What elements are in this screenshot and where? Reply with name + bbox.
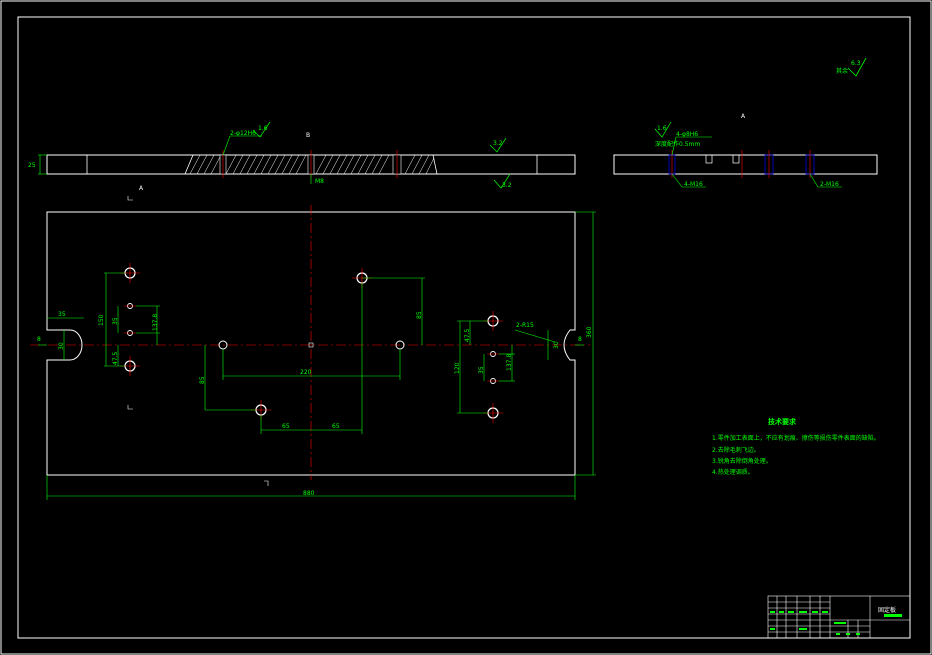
tech-req-item: 3.锐角去除倒角处理。 [712,457,772,465]
svg-text:30: 30 [58,342,65,350]
svg-text:其余: 其余 [836,67,848,75]
svg-text:3.2: 3.2 [493,140,503,147]
svg-text:2-φ12H6: 2-φ12H6 [230,130,256,137]
svg-text:120: 120 [454,362,461,374]
tech-req-item: 4.热处理调质。 [712,468,754,476]
svg-text:65: 65 [332,423,340,430]
tech-req-item: 1.零件加工表面上，不应有划痕、擦伤等损伤零件表面的缺陷。 [712,434,880,442]
svg-text:47.5: 47.5 [112,351,119,365]
svg-text:深度配作0.5mm: 深度配作0.5mm [655,140,700,148]
svg-text:65: 65 [282,423,290,430]
svg-text:2-M16: 2-M16 [820,181,839,188]
section-hatch [184,150,438,178]
svg-text:35: 35 [58,311,66,318]
small-hole [127,303,496,384]
inner-border [17,16,911,639]
svg-text:85: 85 [416,311,423,319]
svg-text:25: 25 [28,162,36,169]
front-view: 25 2-φ12H6 1.6 B M8 3.2 3.2 [28,121,576,189]
tech-requirements: 技术要求 1.零件加工表面上，不应有划痕、擦伤等损伤零件表面的缺陷。 2.去除毛… [712,417,880,476]
roughness-note: 其余 6.3 [836,57,867,77]
svg-text:137.8: 137.8 [506,354,513,371]
svg-text:47.5: 47.5 [464,328,471,342]
svg-text:M8: M8 [315,178,324,185]
title-block-name: 固定板 [878,606,896,614]
svg-text:880: 880 [303,490,315,497]
plan-view: A [30,185,596,500]
svg-text:137.8: 137.8 [152,314,159,331]
svg-text:2-R15: 2-R15 [516,322,534,329]
svg-text:8: 8 [578,336,582,343]
svg-text:150: 150 [98,314,105,326]
svg-text:30: 30 [553,341,560,349]
svg-text:4-φ8H6: 4-φ8H6 [676,131,698,138]
svg-text:B: B [306,132,310,139]
tech-req-item: 2.去除毛刺飞边。 [712,446,760,454]
svg-text:3.2: 3.2 [502,182,512,189]
svg-text:8: 8 [37,336,41,343]
tech-requirements-title: 技术要求 [768,417,797,426]
side-view: A 1.6 4-φ8H6 深度配作0.5mm 4-M16 2-M16 [613,113,878,188]
svg-text:1.6: 1.6 [657,125,667,132]
svg-text:220: 220 [300,369,312,376]
svg-text:6.3: 6.3 [851,60,861,67]
svg-text:A: A [139,185,144,192]
svg-text:360: 360 [586,326,593,338]
svg-text:4-M16: 4-M16 [684,181,703,188]
title-block [767,595,911,639]
svg-text:35: 35 [478,366,485,374]
svg-text:85: 85 [199,376,206,384]
svg-text:A: A [741,113,746,120]
svg-text:35: 35 [112,317,119,325]
svg-text:1.6: 1.6 [258,125,268,132]
